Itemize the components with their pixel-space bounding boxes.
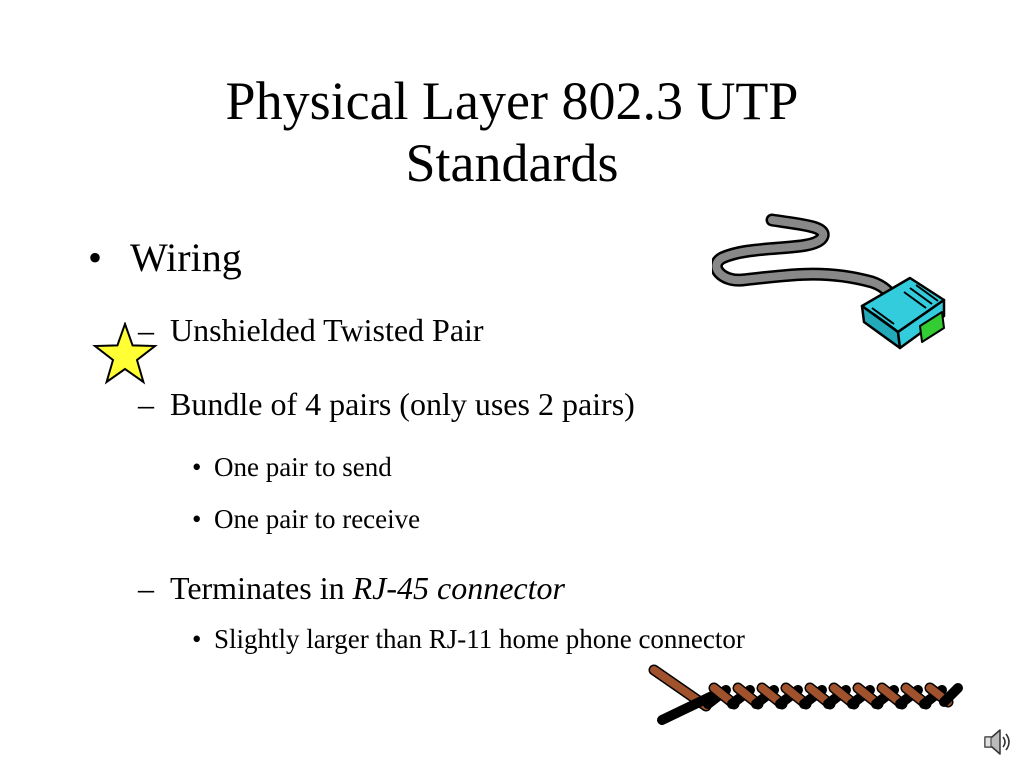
twisted-pair-icon: [648, 664, 963, 725]
star-icon: [92, 322, 158, 385]
rj45-cable-icon: [712, 213, 946, 350]
bullet-send: • One pair to send: [192, 452, 392, 483]
bullet-text: Terminates in: [170, 570, 353, 606]
title-line-2: Standards: [405, 133, 619, 193]
bullet-marker: •: [192, 504, 202, 534]
bullet-wiring: • Wiring: [88, 234, 242, 281]
bullet-text: One pair to receive: [214, 504, 421, 534]
bullet-text: Wiring: [130, 235, 242, 280]
bullet-larger: • Slightly larger than RJ-11 home phone c…: [192, 624, 745, 655]
speaker-icon[interactable]: [982, 726, 1012, 758]
dash-marker: –: [138, 570, 154, 606]
bullet-text: One pair to send: [214, 452, 392, 482]
bullet-marker: •: [88, 235, 103, 280]
bullet-terminates: –Terminates in RJ-45 connector: [138, 570, 565, 607]
bullet-marker: •: [192, 452, 202, 482]
bullet-text: Slightly larger than RJ-11 home phone co…: [214, 624, 745, 654]
bullet-receive: • One pair to receive: [192, 504, 420, 535]
dash-marker: –: [138, 312, 154, 348]
title-line-1: Physical Layer 802.3 UTP: [225, 71, 799, 131]
dash-marker: –: [138, 386, 154, 422]
bullet-text: Bundle of 4 pairs (only uses 2 pairs): [170, 386, 635, 422]
bullet-text-italic: RJ-45 connector: [352, 570, 565, 606]
bullet-bundle: –Bundle of 4 pairs (only uses 2 pairs): [138, 386, 635, 423]
bullet-utp: –Unshielded Twisted Pair: [138, 312, 484, 349]
slide-title: Physical Layer 802.3 UTP Standards: [0, 70, 1024, 194]
bullet-marker: •: [192, 624, 202, 654]
bullet-text: Unshielded Twisted Pair: [170, 312, 484, 348]
